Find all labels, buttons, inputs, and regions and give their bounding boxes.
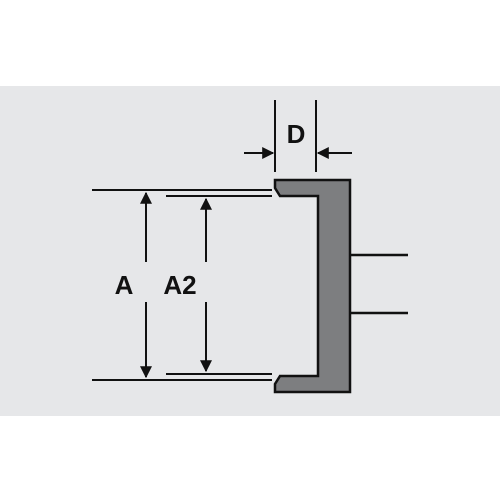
part-cross-section (273, 178, 352, 394)
dimension-label-a2: A2 (163, 270, 196, 300)
background-band (0, 86, 500, 416)
dimension-label-d: D (287, 119, 306, 149)
dimension-label-a: A (115, 270, 134, 300)
